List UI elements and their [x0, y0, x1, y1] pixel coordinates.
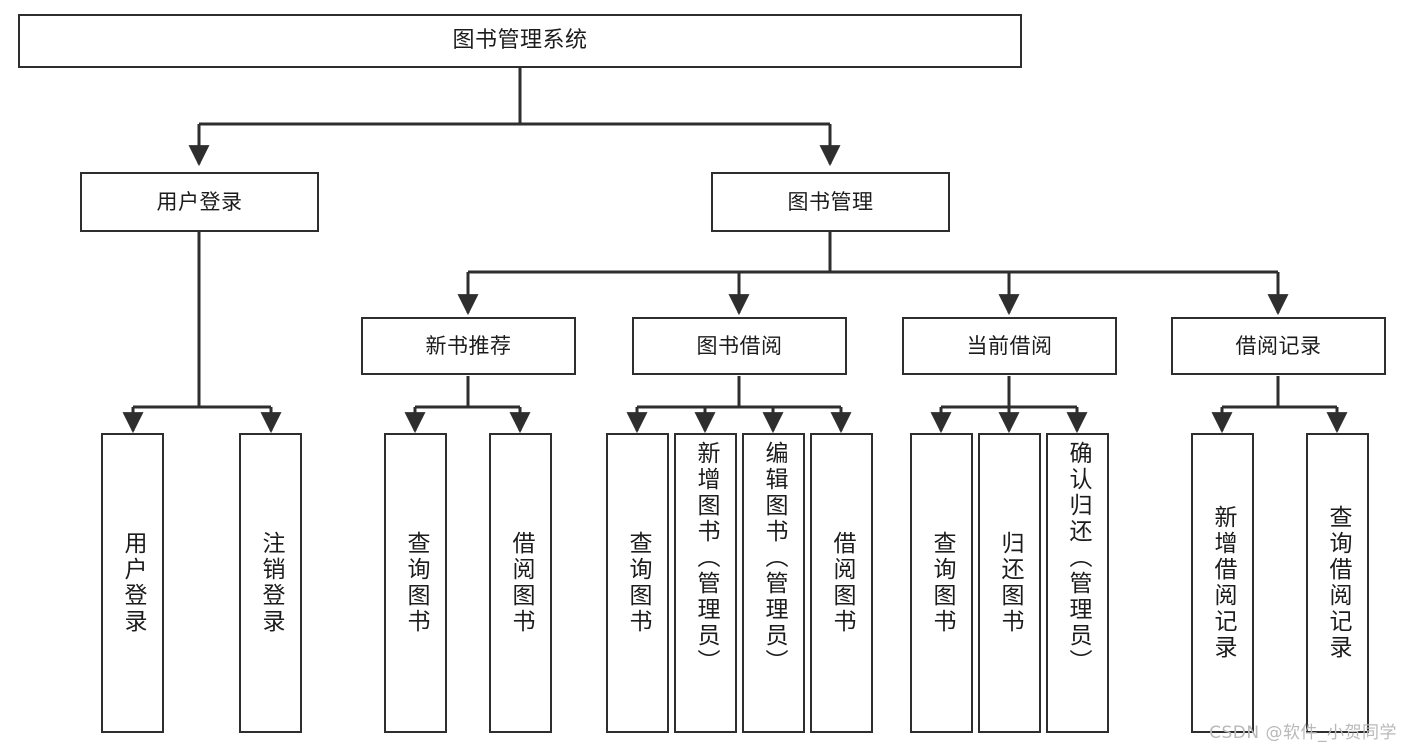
- leaf-book-borrow-query-book[interactable]: 查询图书: [606, 433, 669, 733]
- leaf-borrow-record-add-record[interactable]: 新增借阅记录: [1191, 433, 1254, 733]
- leaf-book-borrow-add-book[interactable]: 新增图书（管理员）: [674, 433, 737, 733]
- leaf-book-borrow-borrow-book[interactable]: 借阅图书: [810, 433, 873, 733]
- leaf-label: 编辑图书（管理员）: [761, 441, 787, 675]
- leaf-label: 查询图书: [403, 531, 429, 635]
- node-user-login-label: 用户登录: [156, 189, 243, 214]
- leaf-current-borrow-confirm-return[interactable]: 确认归还（管理员）: [1046, 433, 1109, 733]
- leaf-label: 新增图书（管理员）: [693, 441, 719, 675]
- node-user-login[interactable]: 用户登录: [80, 172, 319, 232]
- node-current-borrow-label: 当前借阅: [966, 333, 1053, 358]
- leaf-current-borrow-query-book[interactable]: 查询图书: [910, 433, 973, 733]
- leaf-user-login-user-login[interactable]: 用户登录: [101, 433, 164, 733]
- node-root[interactable]: 图书管理系统: [18, 14, 1022, 68]
- node-book-borrow-label: 图书借阅: [696, 333, 783, 358]
- leaf-label: 查询借阅记录: [1325, 505, 1351, 661]
- node-book-borrow[interactable]: 图书借阅: [632, 317, 847, 375]
- node-new-book-recommend[interactable]: 新书推荐: [361, 317, 576, 375]
- leaf-label: 查询图书: [929, 531, 955, 635]
- leaf-book-borrow-edit-book[interactable]: 编辑图书（管理员）: [742, 433, 805, 733]
- leaf-label: 查询图书: [625, 531, 651, 635]
- leaf-label: 新增借阅记录: [1210, 505, 1236, 661]
- leaf-borrow-record-query-record[interactable]: 查询借阅记录: [1306, 433, 1369, 733]
- node-book-manage-label: 图书管理: [787, 189, 874, 214]
- leaf-user-login-logout[interactable]: 注销登录: [239, 433, 302, 733]
- node-new-book-recommend-label: 新书推荐: [425, 333, 512, 358]
- leaf-label: 借阅图书: [508, 531, 534, 635]
- node-current-borrow[interactable]: 当前借阅: [902, 317, 1117, 375]
- leaf-new-book-query-book[interactable]: 查询图书: [384, 433, 447, 733]
- leaf-label: 归还图书: [997, 531, 1023, 635]
- csdn-watermark: CSDN @软件_小贺同学: [1209, 723, 1397, 743]
- node-root-label: 图书管理系统: [452, 28, 588, 54]
- node-book-manage[interactable]: 图书管理: [711, 172, 950, 232]
- leaf-label: 确认归还（管理员）: [1065, 441, 1091, 675]
- node-borrow-record-label: 借阅记录: [1235, 333, 1322, 358]
- node-borrow-record[interactable]: 借阅记录: [1171, 317, 1386, 375]
- leaf-label: 注销登录: [258, 531, 284, 635]
- leaf-label: 用户登录: [120, 531, 146, 635]
- leaf-current-borrow-return-book[interactable]: 归还图书: [978, 433, 1041, 733]
- leaf-label: 借阅图书: [829, 531, 855, 635]
- leaf-new-book-borrow-book[interactable]: 借阅图书: [489, 433, 552, 733]
